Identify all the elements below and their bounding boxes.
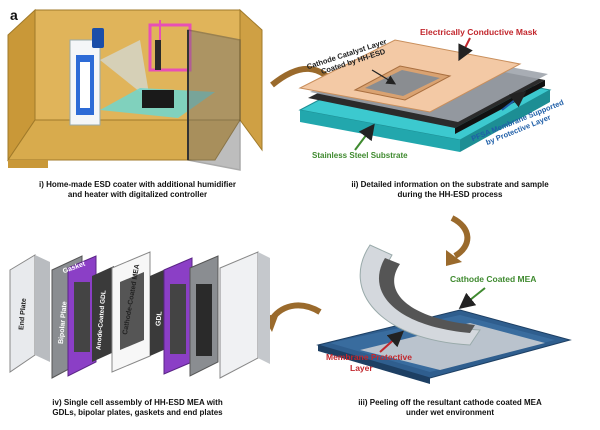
label-protective-2: Layer [350, 363, 373, 373]
cell-assembly-illustration [9, 251, 270, 379]
arrow-ii-to-iii [450, 215, 471, 259]
label-mask: Electrically Conductive Mask [420, 27, 537, 37]
arrow-iii-to-iv [267, 302, 322, 324]
label-substrate: Stainless Steel Substrate [312, 151, 408, 160]
label-protective-1: Membrane Protective [326, 352, 412, 362]
heater-frame [148, 23, 192, 72]
caption-panel-iv: iv) Single cell assembly of HH-ESD MEA w… [52, 398, 223, 417]
panel-letter: a [10, 7, 18, 23]
sample-square [142, 90, 174, 108]
label-end-plate: End Plate [18, 298, 28, 330]
label-cathode-coated: Cathode Coated MEA [450, 274, 536, 284]
peeling-illustration [316, 244, 572, 384]
esd-coater-illustration [7, 8, 263, 171]
label-gdl: GDL [155, 310, 163, 326]
glass-door [187, 29, 241, 171]
label-bipolar: Bipolar Plate [58, 301, 69, 344]
substrate-stack-illustration [298, 39, 552, 152]
caption-panel-iii: iii) Peeling off the resultant cathode c… [358, 398, 542, 417]
caption-panel-ii: ii) Detailed information on the substrat… [351, 180, 549, 199]
caption-panel-i: i) Home-made ESD coater with additional … [39, 180, 236, 199]
